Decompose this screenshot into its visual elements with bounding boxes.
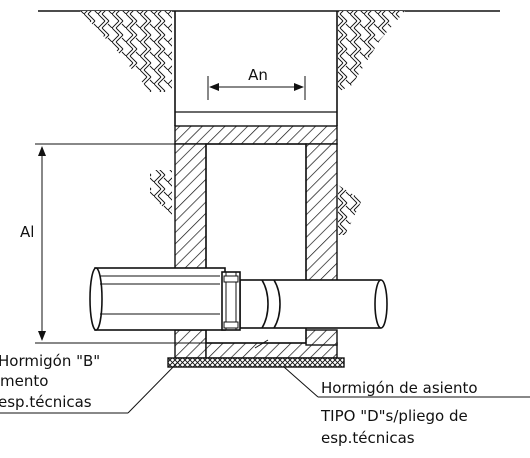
concrete-box	[174, 111, 338, 359]
pipe-bell	[261, 279, 269, 329]
pipe-end-right	[374, 279, 388, 329]
right-callout-line1: Hormigón de asiento	[321, 379, 478, 397]
left-wall-lower	[174, 329, 207, 359]
left-callout-line1: Hormigón "B"	[0, 352, 100, 370]
pipe-end-left	[89, 267, 103, 331]
slab-leader-mark	[254, 339, 269, 349]
right-callout: Hormigón de asiento TIPO "D"s/pliego de …	[283, 366, 530, 447]
dimension-width-label: An	[248, 66, 268, 84]
right-wall	[305, 143, 338, 283]
left-callout-line2: mento	[0, 372, 48, 390]
pipe	[89, 267, 388, 331]
soil-hatching	[80, 11, 405, 235]
inner-chamber	[205, 143, 307, 344]
dimension-height-label: Al	[20, 223, 34, 241]
pipe-body-right	[239, 279, 381, 329]
seating-concrete	[167, 357, 345, 368]
right-callout-line2: TIPO "D"s/pliego de	[320, 407, 468, 425]
pipe-body-left	[94, 267, 226, 331]
shaft-walls	[174, 11, 338, 126]
right-callout-line3: esp.técnicas	[321, 429, 415, 447]
left-callout-line3: esp.técnicas	[0, 393, 92, 411]
right-wall-lower	[305, 329, 338, 346]
dimension-width: An	[207, 66, 306, 100]
top-slab	[174, 125, 338, 145]
dimension-height: Al	[20, 143, 206, 344]
left-wall	[174, 143, 207, 272]
left-callout: Hormigón "B" mento esp.técnicas	[0, 352, 181, 414]
